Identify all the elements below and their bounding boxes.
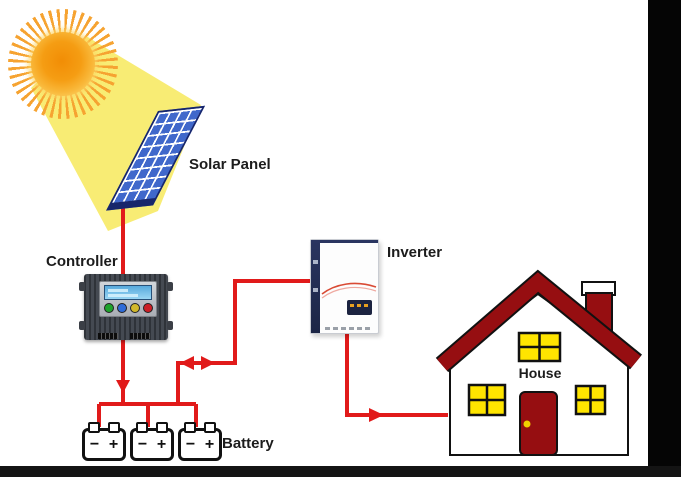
controller-button-green <box>104 303 114 313</box>
mount-ear <box>79 282 85 291</box>
wire-inverter-to-house <box>345 331 448 417</box>
battery-terminal <box>204 422 216 433</box>
inverter-swoosh <box>321 282 377 299</box>
wire-arrows <box>116 356 384 422</box>
inverter-side-panel <box>311 240 320 333</box>
terminal-block <box>130 333 150 339</box>
battery-icon: − + <box>82 422 126 461</box>
battery-plus: + <box>156 435 167 453</box>
controller-face-panel <box>99 281 157 317</box>
frame-bar-right <box>648 0 681 477</box>
wire-inverter-to-battery <box>176 279 310 404</box>
house-door <box>519 391 558 456</box>
lcd-text-line <box>108 294 138 297</box>
battery-terminal <box>88 422 100 433</box>
controller-label: Controller <box>46 253 118 270</box>
battery-terminal <box>184 422 196 433</box>
arrow-left-icon <box>180 356 194 370</box>
inverter-top-edge <box>311 240 378 243</box>
controller-button-blue <box>117 303 127 313</box>
battery-icon: − + <box>130 422 174 461</box>
battery-label: Battery <box>222 435 274 452</box>
inverter-sticker <box>313 260 318 264</box>
terminal-block <box>98 333 118 339</box>
wires <box>97 196 448 427</box>
sun-icon <box>8 9 118 119</box>
mount-ear <box>79 321 85 330</box>
house-windows <box>467 331 607 417</box>
sun-disc <box>31 32 95 96</box>
lcd-text-line <box>108 289 128 292</box>
inverter-vents <box>325 327 373 330</box>
battery-minus: − <box>137 435 148 453</box>
battery-plus: + <box>108 435 119 453</box>
roof <box>437 272 641 371</box>
display-segment <box>364 304 368 307</box>
arrow-down-icon <box>116 380 130 393</box>
battery-minus: − <box>89 435 100 453</box>
controller-button-red <box>143 303 153 313</box>
battery-terminal <box>136 422 148 433</box>
battery-minus: − <box>185 435 196 453</box>
arrow-right-icon <box>369 408 384 422</box>
battery-terminal <box>156 422 168 433</box>
house-label: House <box>518 365 562 381</box>
battery-icon: − + <box>178 422 222 461</box>
mount-ear <box>167 321 173 330</box>
controller-device <box>79 274 173 340</box>
display-segment <box>350 304 354 307</box>
frame-bar-bottom <box>0 466 681 477</box>
inverter-device <box>310 239 379 334</box>
battery-plus: + <box>204 435 215 453</box>
controller-lcd <box>104 285 152 300</box>
mount-ear <box>167 282 173 291</box>
solar-panel-label: Solar Panel <box>189 156 271 173</box>
arrow-right-icon <box>201 356 215 370</box>
inverter-label: Inverter <box>387 244 443 261</box>
house-icon <box>435 269 643 456</box>
inverter-sticker <box>313 288 318 292</box>
display-segment <box>357 304 361 307</box>
door-knob <box>523 420 531 428</box>
inverter-display <box>347 300 372 315</box>
controller-button-yellow <box>130 303 140 313</box>
battery-terminal <box>108 422 120 433</box>
